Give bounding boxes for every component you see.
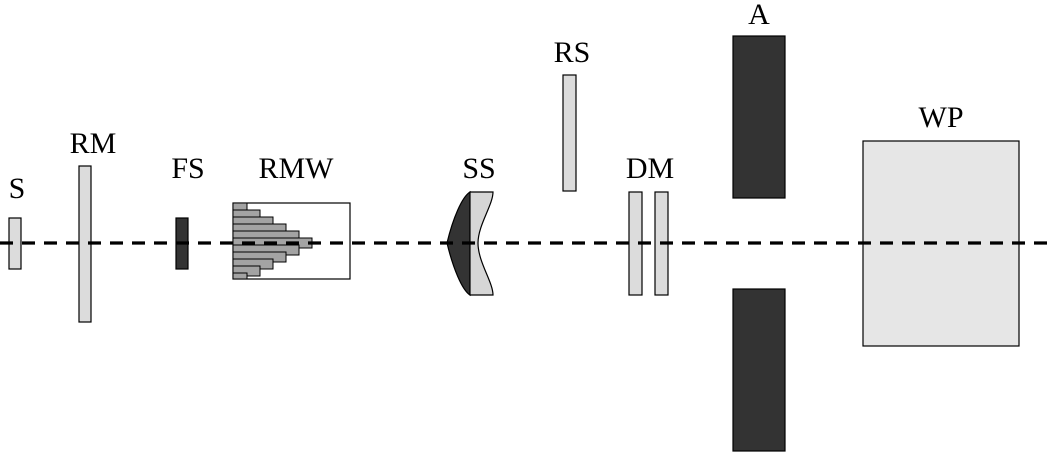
first-scatterer-label: FS bbox=[171, 152, 204, 185]
range-modulator-label: RM bbox=[70, 127, 117, 160]
second-scatterer-label: SS bbox=[462, 152, 495, 185]
range-modulator-wheel-element: RMW bbox=[232, 152, 351, 280]
source-label: S bbox=[9, 172, 26, 205]
source-element: S bbox=[8, 172, 26, 270]
dose-monitor-element: DM bbox=[626, 152, 674, 296]
range-modulator-wheel-label: RMW bbox=[259, 152, 335, 185]
second-scatterer-element: SS bbox=[446, 152, 496, 297]
dose-monitor-label: DM bbox=[626, 152, 674, 185]
aperture-element: A bbox=[732, 0, 786, 452]
range-shifter-element: RS bbox=[554, 36, 591, 192]
water-phantom-element: WP bbox=[862, 101, 1020, 347]
water-phantom-label: WP bbox=[919, 101, 964, 134]
aperture-label: A bbox=[748, 0, 770, 31]
range-modulator-element: RM bbox=[70, 127, 117, 323]
range-shifter-label: RS bbox=[554, 36, 591, 69]
first-scatterer-element: FS bbox=[171, 152, 205, 270]
